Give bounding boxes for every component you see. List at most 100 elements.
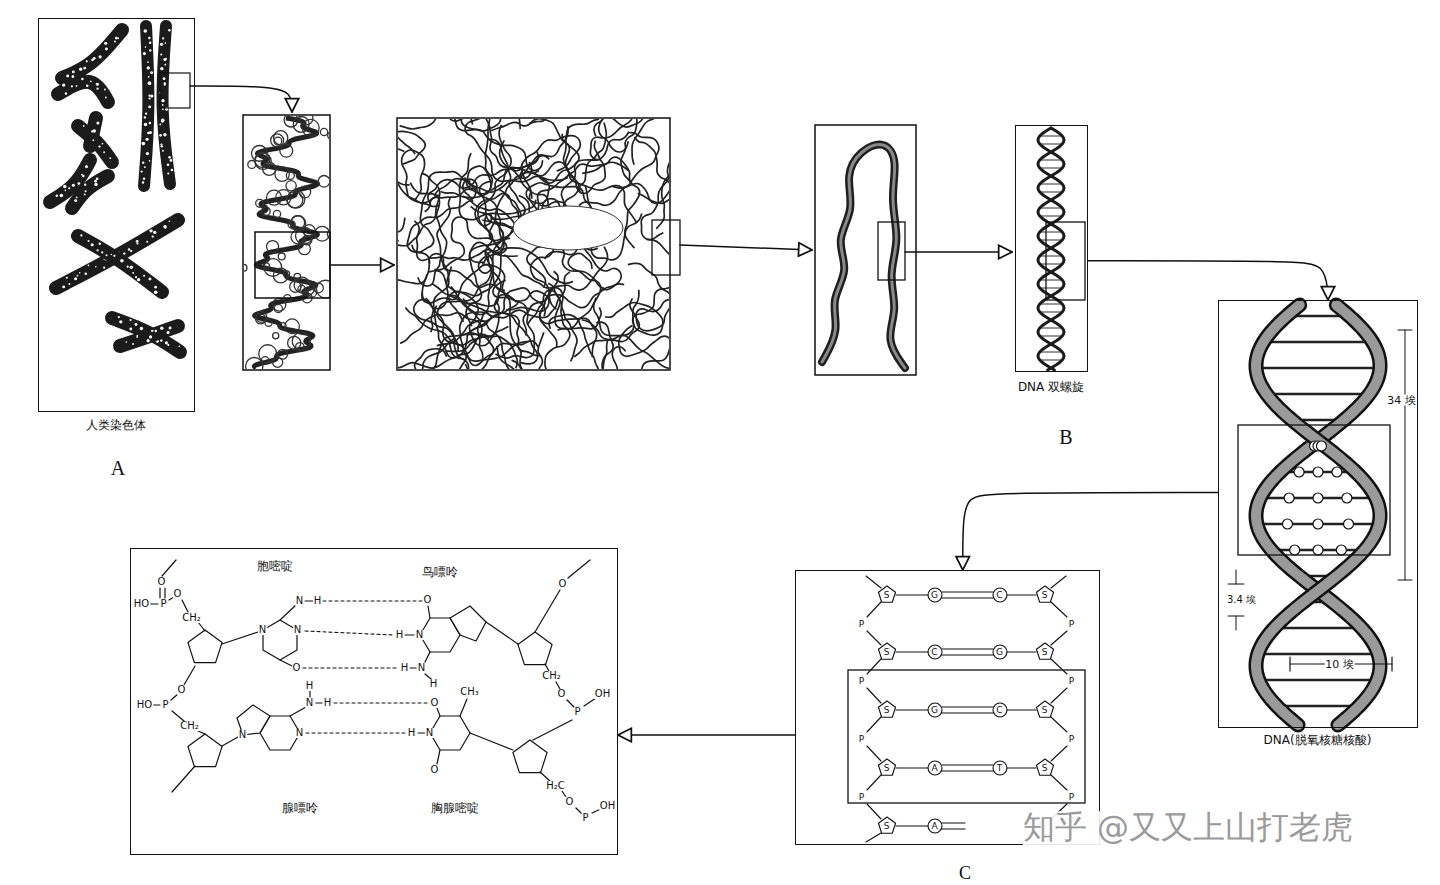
chromosome-speckle [92,139,94,141]
chromatin-loop [290,281,301,292]
chromosome-speckle [96,88,98,90]
backbone-line [866,833,881,842]
fibre [580,322,613,369]
chromosome-speckle [101,251,103,253]
backbone-ribbon [1256,305,1380,725]
chromosome-speckle [171,169,174,172]
base-pair-bar [942,712,993,713]
backbone-line [1051,659,1067,674]
chromatin-loop [302,119,319,136]
atom-label: HO [133,599,150,609]
chromatin-loop [274,131,288,145]
base-letter: G [995,647,1004,656]
atom-ball [1313,545,1323,555]
base-letter: S [883,821,891,830]
atom-ball [1316,441,1326,451]
chemical-bond [316,702,322,703]
chromatin-loop [256,199,264,207]
chromosome-speckle [66,75,69,78]
chromosome-speckle [103,267,105,269]
chemical-bond [576,808,581,813]
chromosome-speckle [81,78,83,80]
glycosidic-bond [896,594,928,595]
dimension-label: 34 埃 [1386,394,1417,405]
chromosome-speckle [150,94,153,97]
chromatin-loop [273,333,279,339]
chromosome-speckle [90,80,92,82]
backbone-line [867,804,881,819]
atom-label: H [407,728,417,738]
chemical-bond [309,691,310,697]
base-letter: G [930,705,939,714]
chromosome-speckle [83,125,85,127]
base-circle [993,588,1007,602]
chromosome-speckle [164,226,166,228]
dimension-tick [1391,657,1392,671]
base-pair-bar [942,591,993,592]
base-letter: P [858,792,865,801]
chromosome-speckle [161,120,163,122]
chromatin-loop [267,241,279,253]
base-rung [1259,679,1377,681]
base-rung [1040,264,1063,265]
chromosome-speckle [152,235,154,237]
chromosome-speckle [62,285,65,288]
zoom-frame [255,232,330,298]
base-circle [928,588,942,602]
chromosome-speckle [160,67,163,70]
fibre [434,301,499,358]
atom-label: H [429,679,439,689]
chromosome-speckle [96,249,98,251]
chromosome-speckle [151,330,153,332]
chromosome-speckle [98,145,100,147]
chromosome-speckle [148,81,152,85]
chemical-bond [405,634,414,635]
glycosidic-bond [896,709,928,710]
chemical-bond [222,737,238,746]
chromosome-speckle [167,163,170,166]
glycosidic-bond [1007,594,1036,595]
zoom-arrow [330,264,394,266]
base-letter: T [996,763,1004,772]
chromosome-speckle [96,121,99,124]
base-circle [993,703,1007,717]
chromosome-speckle [66,277,68,279]
chromosome-speckle [105,97,107,99]
backbone-line [867,659,881,674]
nuclear-gap [513,206,623,250]
chromosome-speckle [91,243,94,246]
chromosome-speckle [164,84,166,86]
backbone-line [867,602,881,617]
chemical-bond [182,600,188,612]
fibre [412,341,538,369]
base-letter: S [883,590,891,599]
chromosome-speckle [137,278,140,281]
chromosome-speckle [132,343,134,345]
atom-label: CH₂ [179,721,200,731]
chromatin-loop [316,280,329,298]
chromosome-speckle [154,286,157,289]
sugar-ring [188,734,222,767]
base-letter: P [858,676,865,685]
atom-label: O [157,577,167,587]
chromosome-speckle [145,113,147,115]
chromatin-loop [275,167,289,181]
chromosome-speckle [161,99,164,102]
hydrogen-bond [305,631,394,635]
chromosome-speckle [153,231,156,234]
base-pair-bar [942,764,993,765]
figure-letter: A [111,458,125,479]
chromosome-speckle [136,240,139,243]
chromosome-speckle [163,58,166,61]
chromosome-speckle [168,29,170,31]
chromatin-loop [286,181,296,191]
fibre [400,119,501,131]
chromosome-speckle [136,242,138,244]
chromosome-speckle [127,266,129,268]
chromosome-speckle [94,180,97,183]
panel-caption: 人类染色体 [85,419,147,431]
fibre [398,130,425,164]
chromosome-speckle [148,105,151,108]
chromosome-speckle [149,160,151,162]
chromosome-speckle [150,71,153,74]
